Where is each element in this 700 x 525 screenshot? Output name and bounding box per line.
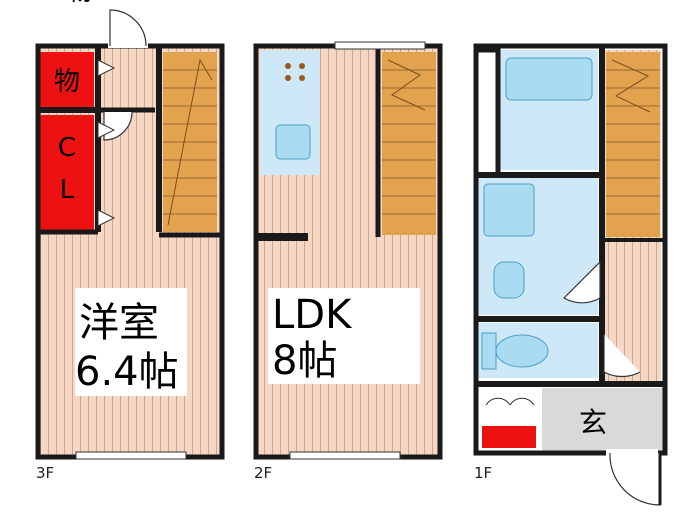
toilet-tank-icon <box>481 332 497 370</box>
room-size-3f: 6.4帖 <box>75 349 179 395</box>
burner-icon <box>299 75 305 81</box>
washbasin-icon <box>483 183 535 237</box>
toilet-icon <box>493 261 525 299</box>
stairs-1f <box>606 52 660 237</box>
floor-label-1f: 1F <box>474 464 492 482</box>
bathtub-icon <box>505 57 593 101</box>
sink-icon <box>275 124 311 160</box>
window-3f <box>75 451 187 460</box>
entrance-label-1f: 玄 <box>579 406 607 439</box>
stairs-2f <box>382 52 436 235</box>
door-mark-closet-bottom <box>97 209 116 227</box>
window-2f-top <box>334 41 426 50</box>
floor-3f: 物 物 C L 洋室 6.4帖 3F <box>35 0 225 482</box>
storage-3f <box>40 52 94 107</box>
storage-label-3f: 物 <box>67 0 93 7</box>
door-mark-storage <box>97 59 116 77</box>
door-3f-inner <box>103 111 133 141</box>
window-2f-bottom <box>289 451 401 460</box>
closet-3f <box>40 115 94 230</box>
floor-label-2f: 2F <box>254 464 272 482</box>
door-washroom <box>563 260 601 304</box>
room-name-3f: 洋室 <box>79 300 159 346</box>
floor-2f: LDK 8帖 2F <box>253 41 443 482</box>
walls-1f <box>473 43 668 456</box>
kitchen-2f <box>260 50 320 175</box>
room-label-box-2f <box>268 288 420 384</box>
door-mark-closet-top <box>97 121 116 139</box>
room-name-2f: LDK <box>272 292 353 338</box>
hall-3f <box>100 52 158 107</box>
entrance-door-1f <box>606 449 662 506</box>
burner-icon <box>299 63 305 69</box>
shoe-box-1f <box>482 426 536 448</box>
floor-label-3f: 3F <box>36 464 54 482</box>
toilet-bowl-icon <box>495 334 549 368</box>
closet-label-l: L <box>60 175 75 205</box>
closet-label-c: C <box>58 133 76 163</box>
burner-icon <box>285 75 291 81</box>
storage-label-3f: 物 <box>54 67 80 97</box>
stairs-3f <box>163 52 217 232</box>
room-label-box-3f <box>75 288 187 396</box>
door-3f-top <box>108 9 148 48</box>
floor-1f: 玄 1F <box>473 43 668 506</box>
room-size-2f: 8帖 <box>272 338 337 384</box>
burner-icon <box>285 63 291 69</box>
door-toilet <box>603 334 641 378</box>
